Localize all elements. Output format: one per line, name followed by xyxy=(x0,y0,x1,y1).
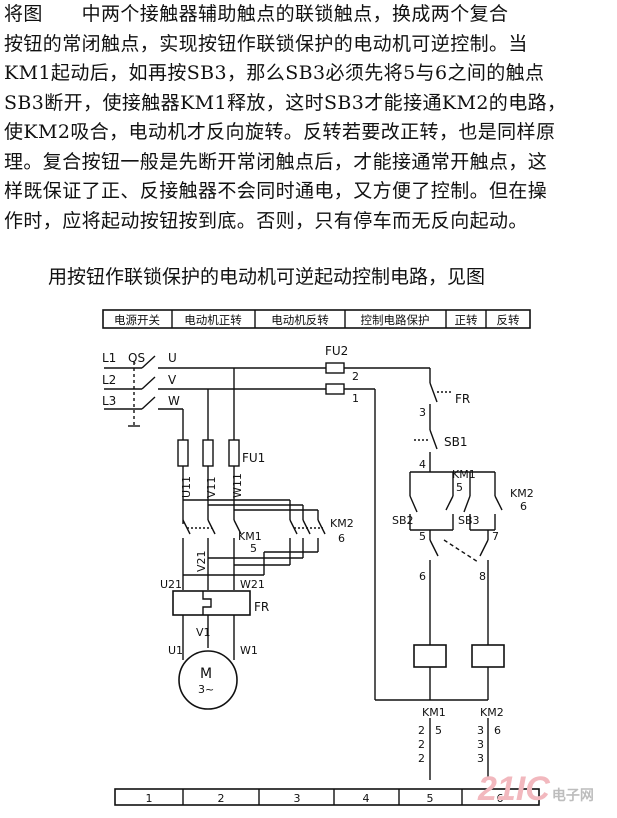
km1-contact-ref: 2 xyxy=(418,738,425,751)
label-n7: 7 xyxy=(492,530,499,543)
km1-contact-ref: 5 xyxy=(435,724,442,737)
label-n8: 8 xyxy=(479,570,486,583)
text-line: 理。复合按钮一般是先断开常闭触点后，才能接通常开触点，这 xyxy=(4,150,548,173)
fu2-fuses xyxy=(325,362,345,395)
label-W: W xyxy=(168,394,180,408)
km1-contact-ref: 2 xyxy=(418,752,425,765)
label-L1: L1 xyxy=(102,351,116,365)
label-V11: V11 xyxy=(205,476,218,498)
main-feeders xyxy=(177,368,326,590)
label-U21: U21 xyxy=(160,578,182,591)
label-n2: 2 xyxy=(352,370,359,383)
label-KM2-aux: KM2 xyxy=(510,487,534,500)
label-KM1-coil: KM1 xyxy=(422,706,446,719)
diagram-labels: L1 QS U L2 V L3 W FU2 2 1 FU1 U11 V11 W1… xyxy=(102,344,534,765)
label-n5: 5 xyxy=(419,530,426,543)
label-M3: 3~ xyxy=(198,683,214,696)
header-cell: 电动机反转 xyxy=(271,313,329,327)
footer-cell: 5 xyxy=(427,792,434,805)
km2-contact-ref: 3 xyxy=(477,752,484,765)
text-line: 作时，应将起动按钮按到底。否则，只有停车而无反向起动。 xyxy=(4,209,528,232)
label-FU2: FU2 xyxy=(325,344,348,358)
km2-contact-ref: 3 xyxy=(477,724,484,737)
label-n4: 4 xyxy=(419,458,426,471)
label-V21: V21 xyxy=(195,550,208,572)
header-cell: 电动机正转 xyxy=(184,313,242,327)
km2-contact-ref: 6 xyxy=(494,724,501,737)
label-W11: W11 xyxy=(231,473,244,498)
power-lines xyxy=(104,355,430,427)
watermark-brand: 21IC xyxy=(478,770,550,808)
watermark-site: 电子网 xyxy=(551,787,594,803)
label-W21: W21 xyxy=(240,578,265,591)
label-KM1-aux: KM1 xyxy=(452,468,476,481)
footer-cell: 3 xyxy=(294,792,301,805)
body-paragraph: 将图 中两个接触器辅助触点的联锁触点，换成两个复合 按钮的常闭触点，实现按钮作联… xyxy=(4,0,614,236)
label-FR-ctrl: FR xyxy=(455,392,470,406)
text-line: 使KM2吸合，电动机才反向旋转。反转若要改正转，也是同样原 xyxy=(4,121,556,143)
label-U11: U11 xyxy=(180,476,193,498)
footer-table: 1 2 3 4 5 6 xyxy=(114,788,540,806)
label-KM2-coil: KM2 xyxy=(480,706,504,719)
label-KM1-main-n: 5 xyxy=(250,542,257,555)
label-M: M xyxy=(200,666,212,682)
footer-cell: 4 xyxy=(363,792,370,805)
header-table: 电源开关 电动机正转 电动机反转 控制电路保护 正转 反转 xyxy=(102,309,531,329)
label-V1: V1 xyxy=(196,626,211,639)
label-n6: 6 xyxy=(419,570,426,583)
km1-contact-ref: 2 xyxy=(418,724,425,737)
label-KM1-aux-n: 5 xyxy=(456,481,463,494)
footer-cell: 6 xyxy=(497,792,504,805)
label-KM1-main: KM1 xyxy=(238,530,262,543)
label-FU1: FU1 xyxy=(242,451,265,465)
label-n3: 3 xyxy=(419,406,426,419)
header-cell: 电源开关 xyxy=(114,313,160,327)
label-L2: L2 xyxy=(102,373,116,387)
header-cell: 正转 xyxy=(455,313,478,327)
label-SB3: SB3 xyxy=(458,514,480,527)
km2-contact-ref: 3 xyxy=(477,738,484,751)
fr-relay xyxy=(172,590,251,660)
label-L3: L3 xyxy=(102,394,116,408)
text-line: KM1起动后，如再按SB3，那么SB3必须先将5与6之间的触点 xyxy=(4,62,545,84)
header-cell: 反转 xyxy=(497,313,520,327)
control-circuit xyxy=(374,368,505,780)
label-W1: W1 xyxy=(240,644,258,657)
motor xyxy=(178,650,238,710)
label-n1: 1 xyxy=(352,392,359,405)
label-U1: U1 xyxy=(168,644,183,657)
text-line: SB3断开，使接触器KM1释放，这时SB3才能接通KM2的电路， xyxy=(4,91,567,114)
label-QS: QS xyxy=(128,351,145,365)
label-FR: FR xyxy=(254,600,269,614)
text-line: 将图 中两个接触器辅助触点的联锁触点，换成两个复合 xyxy=(4,3,509,25)
label-U: U xyxy=(168,351,177,365)
text-line: 样既保证了正、反接触器不会同时通电，又方便了控制。但在操 xyxy=(4,180,548,202)
footer-cell: 2 xyxy=(218,792,225,805)
label-V: V xyxy=(168,373,177,387)
footer-cell: 1 xyxy=(146,792,153,805)
label-SB1: SB1 xyxy=(444,435,467,449)
header-cell: 控制电路保护 xyxy=(361,313,430,327)
label-KM2-aux-n: 6 xyxy=(520,500,527,513)
label-KM2-main-n: 6 xyxy=(338,532,345,545)
label-KM2-main: KM2 xyxy=(330,517,354,530)
text-line: 按钮的常闭触点，实现按钮作联锁保护的电动机可逆控制。当 xyxy=(4,32,528,55)
label-SB2: SB2 xyxy=(392,514,414,527)
figure-caption: 用按钮作联锁保护的电动机可逆起动控制电路，见图 xyxy=(48,266,486,288)
